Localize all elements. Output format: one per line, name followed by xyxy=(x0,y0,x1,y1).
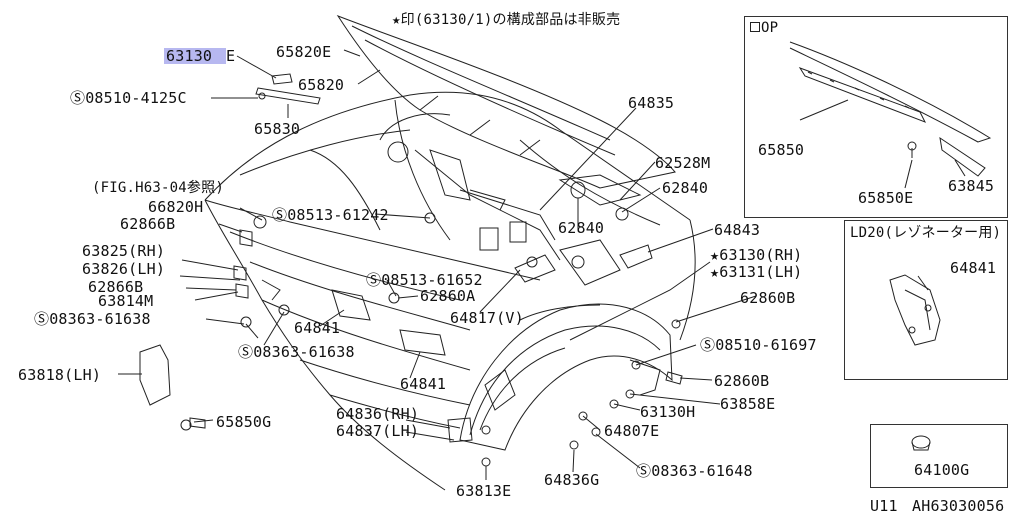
part-label[interactable]: 64841 xyxy=(950,259,997,277)
fender-liner xyxy=(459,303,673,451)
part-label[interactable]: 62860B xyxy=(740,289,796,307)
part-label[interactable]: 63858E xyxy=(720,395,776,413)
part-label[interactable]: 63130H xyxy=(640,403,696,421)
part-label[interactable]: 65830 xyxy=(254,120,301,138)
part-label[interactable]: 65850E xyxy=(858,189,914,207)
part-label[interactable]: 64100G xyxy=(914,461,970,479)
part-label[interactable]: 63818(LH) xyxy=(18,366,102,384)
bolt-label[interactable]: Ⓢ08510-61697 xyxy=(700,336,817,354)
part-label[interactable]: 65850G xyxy=(216,413,272,431)
part-label[interactable]: 65850 xyxy=(758,141,805,159)
note-text: ★印(63130/1)の構成部品は非販売 xyxy=(392,12,621,28)
part-label[interactable]: 64836G xyxy=(544,471,600,489)
figure-reference[interactable]: (FIG.H63-04参照) xyxy=(92,180,224,196)
bolt-label[interactable]: Ⓢ08363-61638 xyxy=(34,310,151,328)
bolt-label[interactable]: Ⓢ08513-61242 xyxy=(272,206,389,224)
part-label[interactable]: 63826(LH) xyxy=(82,260,166,278)
bolt-label[interactable]: Ⓢ08513-61652 xyxy=(366,271,483,289)
part-label[interactable]: 65820 xyxy=(298,76,345,94)
part-label[interactable]: 65820E xyxy=(276,43,332,61)
part-label[interactable]: ★63130(RH) xyxy=(710,246,803,264)
part-label[interactable]: 63845 xyxy=(948,177,995,195)
inset-ld20-title: LD20(レゾネーター用) xyxy=(850,225,1002,241)
body-outline xyxy=(204,91,691,221)
part-label[interactable]: 64807E xyxy=(604,422,660,440)
part-label[interactable]: 64837(LH) xyxy=(336,422,420,440)
inset-cap-box xyxy=(870,424,1008,488)
part-label[interactable]: 66820H xyxy=(148,198,204,216)
part-label[interactable]: 62840 xyxy=(558,219,605,237)
part-label[interactable]: ★63131(LH) xyxy=(710,263,803,281)
part-label[interactable]: 64836(RH) xyxy=(336,405,420,423)
bolt-label[interactable]: Ⓢ08363-61638 xyxy=(238,343,355,361)
bolt-label[interactable]: Ⓢ08510-4125C xyxy=(70,89,187,107)
part-label[interactable]: 63813E xyxy=(456,482,512,500)
part-label[interactable]: 63825(RH) xyxy=(82,242,166,260)
bolt-label[interactable]: Ⓢ08363-61648 xyxy=(636,462,753,480)
inset-op-box xyxy=(744,16,1008,218)
inset-ld20-box xyxy=(844,220,1008,380)
hood-panel xyxy=(336,14,676,189)
part-label[interactable]: 64835 xyxy=(628,94,675,112)
footer-code: AH63030056 xyxy=(912,497,1005,515)
part-label[interactable]: 63814M xyxy=(98,292,154,310)
highlight-box[interactable]: 63130 xyxy=(164,48,226,64)
inset-op-title: OP xyxy=(750,20,778,36)
part-label[interactable]: 64817(V) xyxy=(450,309,524,327)
part-label[interactable]: 64841 xyxy=(294,319,341,337)
part-label[interactable]: 62866B xyxy=(88,278,144,296)
part-label[interactable]: 62840 xyxy=(662,179,709,197)
part-label[interactable]: 62866B xyxy=(120,215,176,233)
part-label[interactable]: 62860A xyxy=(420,287,476,305)
part-label[interactable]: 62860B xyxy=(714,372,770,390)
footer-model: U11 xyxy=(870,497,898,515)
part-label[interactable]: 64843 xyxy=(714,221,761,239)
part-label[interactable]: 64841 xyxy=(400,375,447,393)
part-label[interactable]: 62528M xyxy=(655,154,711,172)
